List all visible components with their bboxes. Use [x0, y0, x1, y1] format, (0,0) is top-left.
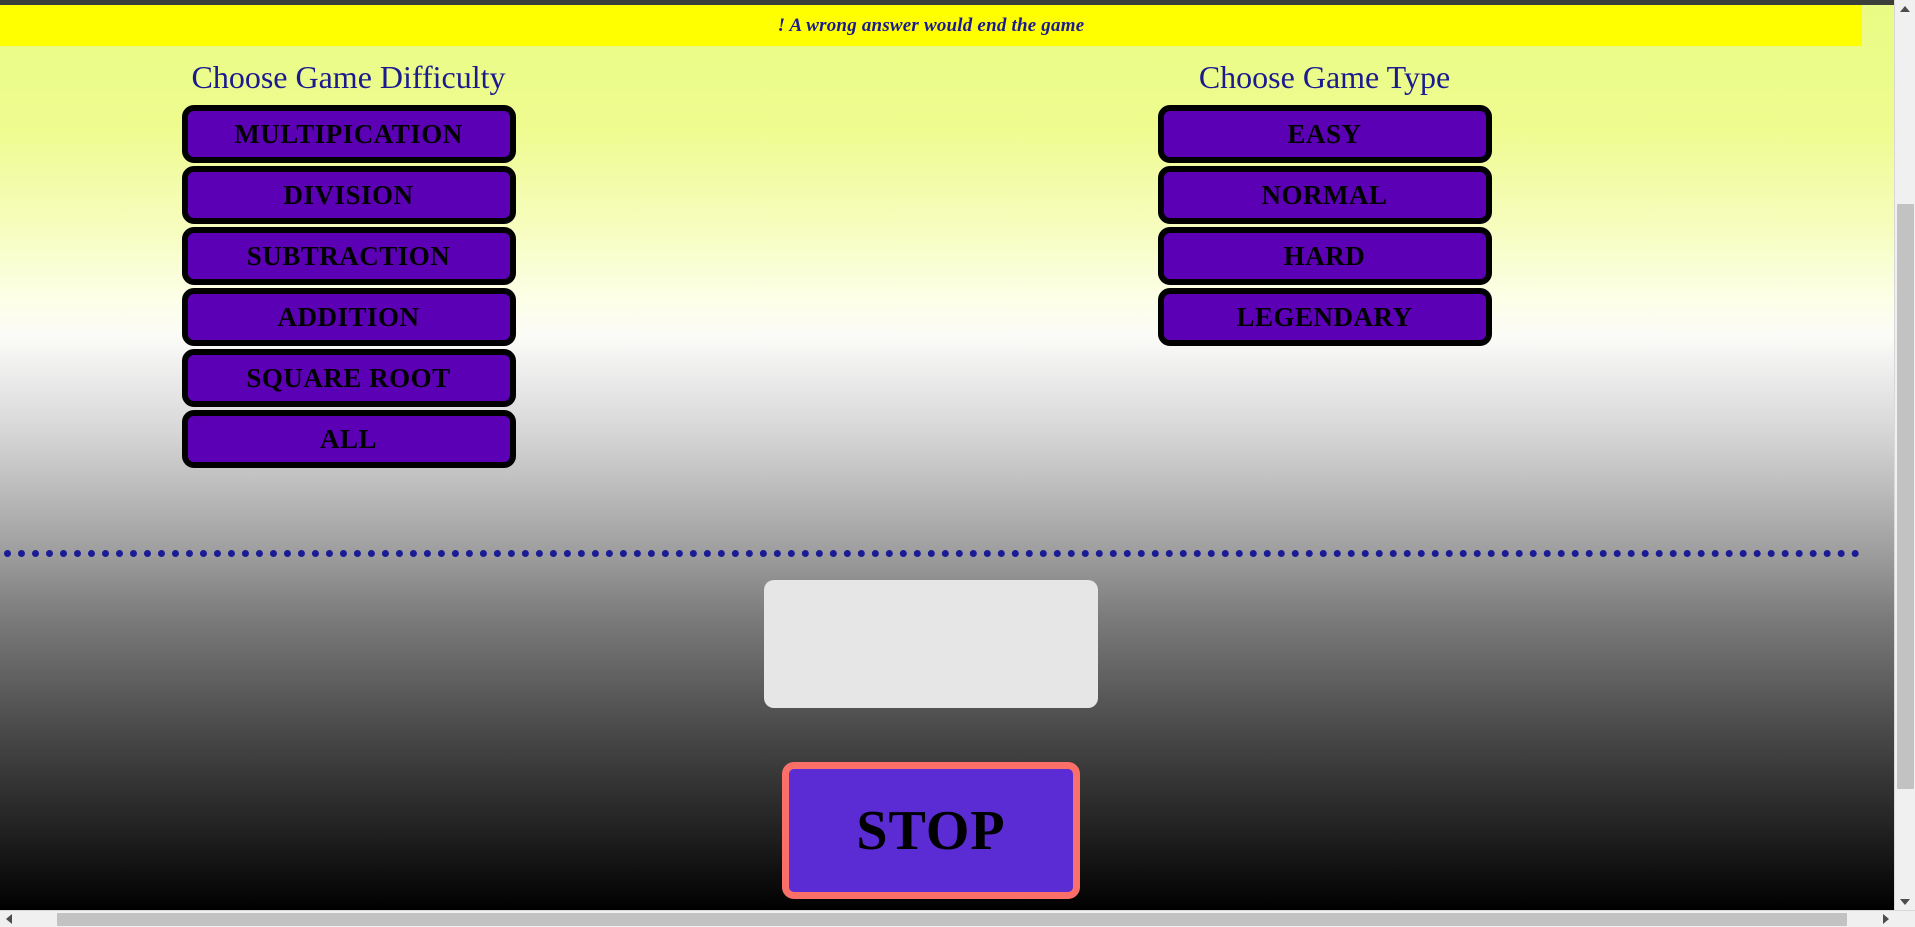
stop-button-row: STOP [0, 762, 1862, 899]
difficulty-button-all[interactable]: ALL [181, 410, 516, 469]
difficulty-button-addition[interactable]: ADDITION [181, 288, 516, 347]
stop-button[interactable]: STOP [782, 762, 1080, 899]
warning-banner: ! A wrong answer would end the game [0, 5, 1862, 46]
vertical-scrollbar[interactable] [1894, 0, 1915, 911]
difficulty-button-square-root[interactable]: SQUARE ROOT [181, 349, 516, 408]
arrow-right-icon [1883, 914, 1889, 924]
horizontal-scrollbar[interactable] [0, 910, 1915, 927]
scrollbar-corner [1895, 911, 1915, 927]
answer-input[interactable] [764, 580, 1098, 708]
arrow-up-icon [1900, 6, 1910, 12]
vertical-scrollbar-thumb[interactable] [1897, 204, 1914, 789]
game-type-column: Choose Game Type EASY NORMAL HARD LEGEND… [1152, 46, 1497, 347]
game-difficulty-column: Choose Game Difficulty MULTIPICATION DIV… [176, 46, 521, 469]
type-button-easy[interactable]: EASY [1157, 105, 1492, 164]
scroll-left-arrow-icon[interactable] [0, 911, 18, 927]
arrow-down-icon [1900, 899, 1910, 905]
game-difficulty-heading: Choose Game Difficulty [191, 59, 506, 95]
scroll-down-arrow-icon[interactable] [1895, 893, 1915, 911]
arrow-left-icon [6, 914, 12, 924]
type-button-normal[interactable]: NORMAL [1157, 166, 1492, 225]
difficulty-button-subtraction[interactable]: SUBTRACTION [181, 227, 516, 286]
difficulty-button-multipication[interactable]: MULTIPICATION [181, 105, 516, 164]
choice-columns: Choose Game Difficulty MULTIPICATION DIV… [0, 46, 1862, 546]
warning-banner-text: ! A wrong answer would end the game [777, 14, 1085, 36]
type-button-hard[interactable]: HARD [1157, 227, 1492, 286]
scroll-right-arrow-icon[interactable] [1877, 911, 1895, 927]
page-viewport: ! A wrong answer would end the game Choo… [0, 0, 1895, 911]
game-difficulty-button-stack: MULTIPICATION DIVISION SUBTRACTION ADDIT… [176, 105, 521, 469]
difficulty-button-division[interactable]: DIVISION [181, 166, 516, 225]
game-type-button-stack: EASY NORMAL HARD LEGENDARY [1152, 105, 1497, 347]
game-type-heading: Choose Game Type [1198, 59, 1451, 95]
type-button-legendary[interactable]: LEGENDARY [1157, 288, 1492, 347]
horizontal-scrollbar-thumb[interactable] [57, 913, 1847, 926]
answer-input-row [0, 580, 1862, 708]
scroll-up-arrow-icon[interactable] [1895, 0, 1915, 18]
dotted-divider [4, 550, 1860, 557]
top-strip [0, 0, 1895, 5]
